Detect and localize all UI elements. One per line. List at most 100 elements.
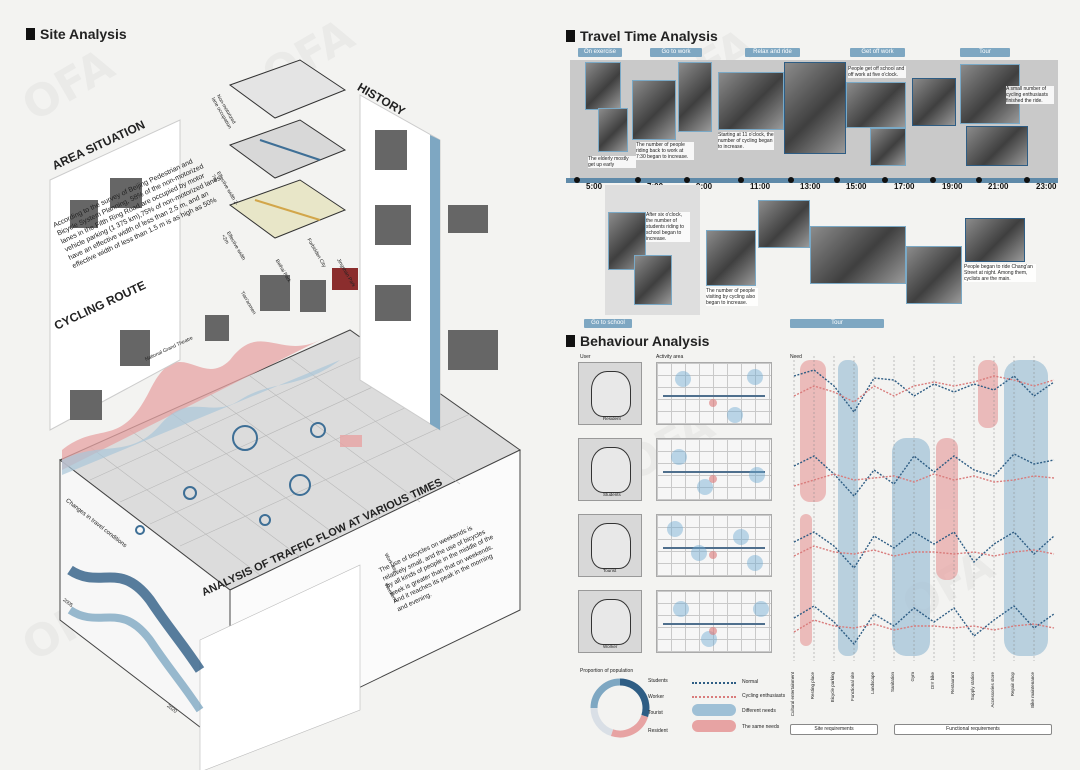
timeline-dot (684, 177, 690, 183)
functional-requirements-box: Functional requirements (894, 724, 1052, 735)
col-user-label: User (580, 354, 591, 360)
photo-morning (598, 108, 628, 152)
legend-normal-line (692, 682, 736, 684)
pill-relax-and-ride: Relax and ride (745, 48, 800, 57)
timeline-time-label: 9:00 (696, 182, 713, 191)
caption-elderly: The elderly mostly get up early (588, 156, 636, 168)
pop-legend-worker: Worker (648, 694, 665, 700)
legend-enthusiast-text: Cycling enthusiasts (742, 693, 786, 699)
timeline-time-label: 17:00 (894, 182, 915, 191)
need-label: Resting place (810, 672, 815, 700)
need-chart (793, 356, 1055, 661)
weekend-flow-area (62, 360, 340, 475)
history-bar (430, 135, 440, 430)
section-marker-icon (26, 28, 35, 40)
donut-slice (590, 678, 621, 709)
pill-get-off-work: Get off work (850, 48, 905, 57)
need-label: Sanitation (890, 672, 895, 693)
photo-elderly (585, 62, 621, 110)
travel-title-text: Travel Time Analysis (580, 28, 718, 44)
map-layers (228, 59, 347, 239)
legend-normal-text: Normal (742, 679, 759, 685)
user-label: Resident (603, 416, 621, 421)
legend-same-swatch (692, 720, 736, 732)
pill-on-exercise: On exercise (578, 48, 622, 57)
need-label: Landscape (870, 672, 875, 695)
need-label: Restaurant (950, 672, 955, 695)
timeline-time-label: 23:00 (1036, 182, 1057, 191)
photo-students (634, 255, 672, 305)
caption-changan: People began to ride Chang'an Street at … (964, 264, 1036, 282)
timeline-time-label: 11:00 (750, 182, 771, 191)
timeline-dot (834, 177, 840, 183)
col-activity-label: Activity area (656, 354, 684, 360)
caption-night: A small number of cycling enthusiasts fi… (1006, 86, 1054, 104)
timeline-time-label: 21:00 (988, 182, 1009, 191)
travel-change-ribbon (67, 565, 205, 673)
timeline-dot (738, 177, 744, 183)
photo-evening (912, 78, 956, 126)
col-need-label: Need (790, 354, 802, 360)
timeline-dot (1024, 177, 1030, 183)
timeline-time-label: 15:00 (846, 182, 867, 191)
caption-relax: Starting at 11 o'clock, the number of cy… (718, 132, 774, 150)
pop-legend-students: Students (648, 678, 668, 684)
section-marker-icon (566, 335, 575, 347)
caption-offwork: People get off school and off work at fi… (848, 66, 906, 78)
photo-crowd (846, 82, 906, 128)
timeline-dot (976, 177, 982, 183)
timeline-dot (788, 177, 794, 183)
caption-school: After six o'clock, the number of student… (646, 212, 690, 242)
population-donut (590, 678, 650, 738)
need-label: Accessories store (990, 672, 995, 708)
timeline-dot (930, 177, 936, 183)
user-label: Worker (603, 644, 618, 649)
photo-visiting (706, 230, 756, 286)
section-marker-icon (566, 30, 575, 42)
tourist-portrait (591, 523, 631, 569)
photo-commute (678, 62, 712, 132)
timeline-bar (566, 178, 1058, 183)
donut-slice (610, 714, 649, 738)
caption-work: The number of people riding back to work… (636, 142, 694, 160)
donut-slice (619, 678, 650, 718)
photo-tour-1 (758, 200, 810, 248)
site-isometric-drawing (49, 59, 521, 770)
photo-off-work (870, 128, 906, 166)
weekday-flow-area (62, 330, 340, 470)
legend-enthusiast-line (692, 696, 736, 698)
behaviour-title-text: Behaviour Analysis (580, 333, 710, 349)
pill-tour-bottom: Tour (790, 319, 884, 328)
site-title-text: Site Analysis (40, 26, 127, 42)
need-label: Bicycle parking (830, 672, 835, 703)
population-label: Proportion of population (580, 668, 634, 674)
user-worker: Worker (578, 590, 642, 653)
user-resident: Resident (578, 362, 642, 425)
worker-portrait (591, 599, 631, 645)
user-label: Students (603, 492, 621, 497)
legend-different-text: Different needs (742, 708, 776, 714)
photo-tour-3 (906, 246, 962, 304)
need-label: Cultural entertainment (790, 672, 795, 717)
user-students: Students (578, 438, 642, 501)
photo-cyclist-close (784, 62, 846, 154)
need-label: Repair shop (1010, 672, 1015, 697)
user-label: Tourist (603, 568, 617, 573)
caption-visiting: The number of people visiting by cycling… (706, 288, 758, 306)
photo-tour-2 (810, 226, 906, 284)
need-label: DIY bike (930, 672, 935, 689)
pill-go-to-work: Go to work (650, 48, 702, 57)
need-label: Functional site (850, 672, 855, 702)
timeline-time-label: 13:00 (800, 182, 821, 191)
timeline-dot (635, 177, 641, 183)
need-label: Supply station (970, 672, 975, 701)
timeline-time-label: 5:00 (586, 182, 603, 191)
pill-tour-top: Tour (960, 48, 1010, 57)
need-label: Gym (910, 672, 915, 682)
travel-time-title: Travel Time Analysis (566, 28, 718, 44)
photo-changan (965, 218, 1025, 262)
site-analysis-title: Site Analysis (26, 26, 127, 42)
photo-worker (632, 80, 676, 140)
activity-map-students (656, 438, 772, 501)
timeline-time-label: 19:00 (942, 182, 963, 191)
